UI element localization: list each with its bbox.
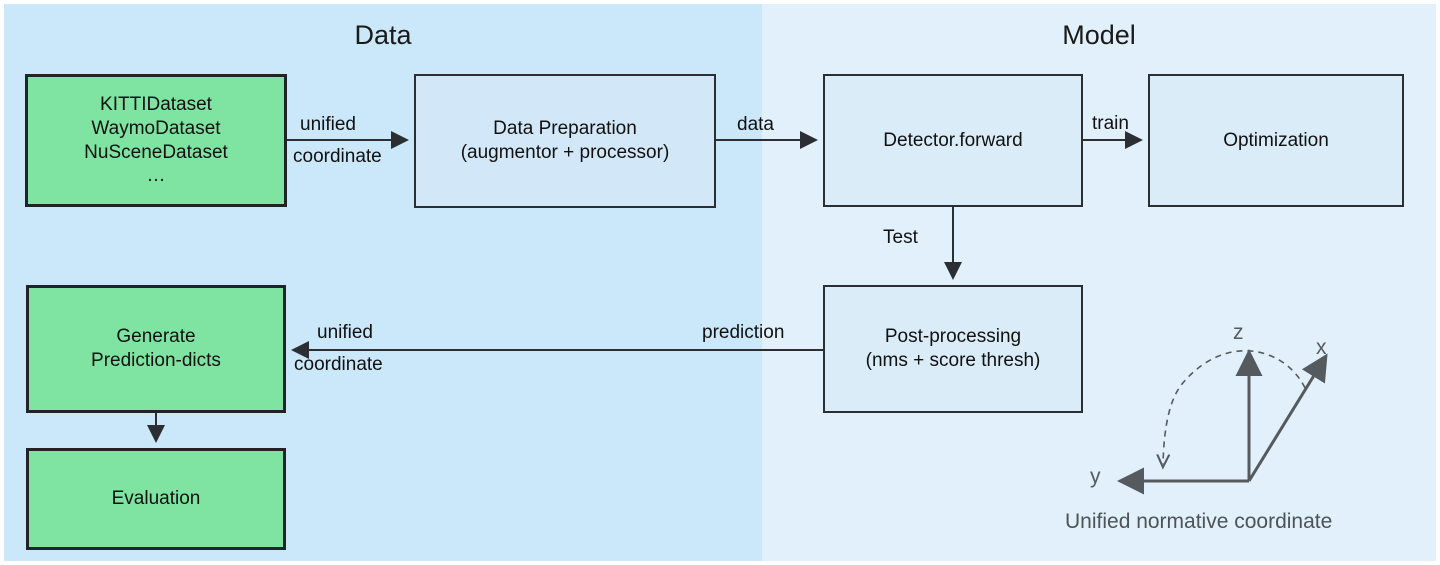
coordinate-caption: Unified normative coordinate [1065,510,1333,533]
edge-label-train: train [1092,113,1129,134]
node-generate-prediction-dicts[interactable]: Generate Prediction-dicts [26,285,286,413]
node-post-processing[interactable]: Post-processing (nms + score thresh) [823,285,1083,413]
edge-label-test: Test [883,227,918,248]
panel-model-title: Model [1062,20,1136,50]
node-data-preparation[interactable]: Data Preparation (augmentor + processor) [414,74,716,208]
edge-label-data: data [737,114,774,135]
axis-x-label: x [1316,336,1327,359]
axis-z-label: z [1233,321,1244,344]
edge-label-coordinate-top: coordinate [293,146,382,167]
node-detector-forward[interactable]: Detector.forward [823,74,1083,207]
edge-label-prediction: prediction [702,322,785,343]
panel-data-title: Data [354,20,412,50]
axis-y-label: y [1090,465,1101,488]
node-datasets[interactable]: KITTIDataset WaymoDataset NuSceneDataset… [25,74,287,207]
edge-label-coordinate-bottom: coordinate [294,354,383,375]
node-evaluation[interactable]: Evaluation [26,448,286,550]
edge-label-unified-bottom: unified [317,322,373,343]
edge-label-unified-top: unified [300,114,356,135]
node-optimization[interactable]: Optimization [1148,74,1404,207]
